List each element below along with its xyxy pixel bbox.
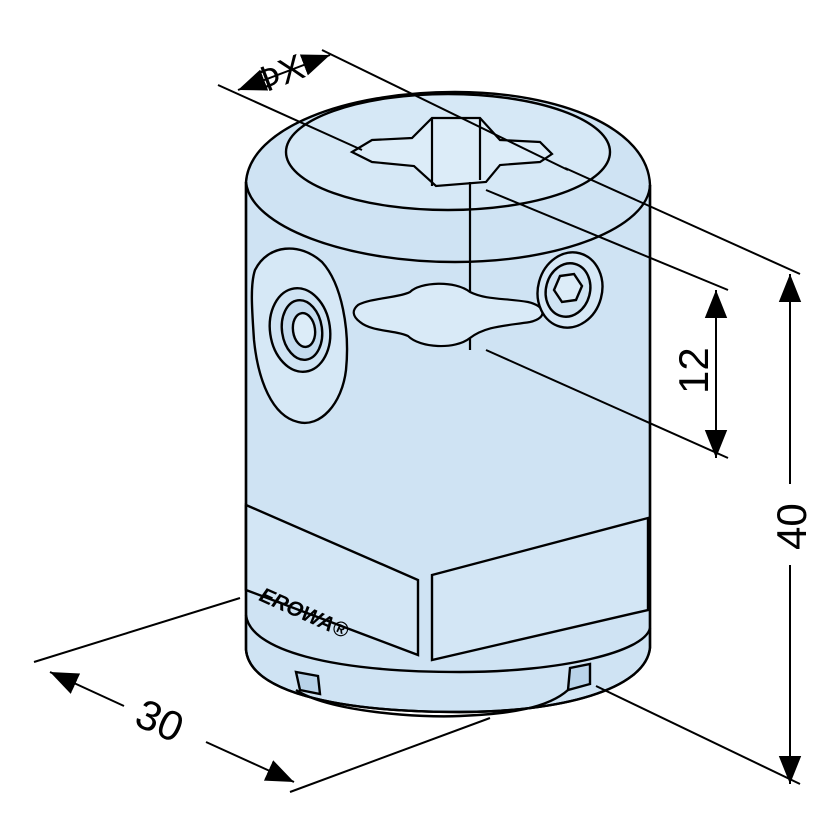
dimension-diameter [217, 49, 569, 171]
dimension-40-label: 40 [768, 503, 815, 550]
dimension-diameter-label: ΦX [246, 46, 310, 103]
dimension-30 [33, 597, 491, 793]
left-boss [250, 247, 349, 425]
dimension-40 [564, 167, 802, 785]
dimension-30-label: 30 [129, 689, 191, 751]
dimension-12 [485, 189, 729, 459]
lower-facets [244, 503, 650, 662]
middle-slot [352, 282, 544, 348]
base-ring [244, 614, 652, 718]
dimension-12-label: 12 [670, 347, 717, 394]
top-slot [349, 116, 554, 188]
socket-screw [536, 251, 604, 329]
